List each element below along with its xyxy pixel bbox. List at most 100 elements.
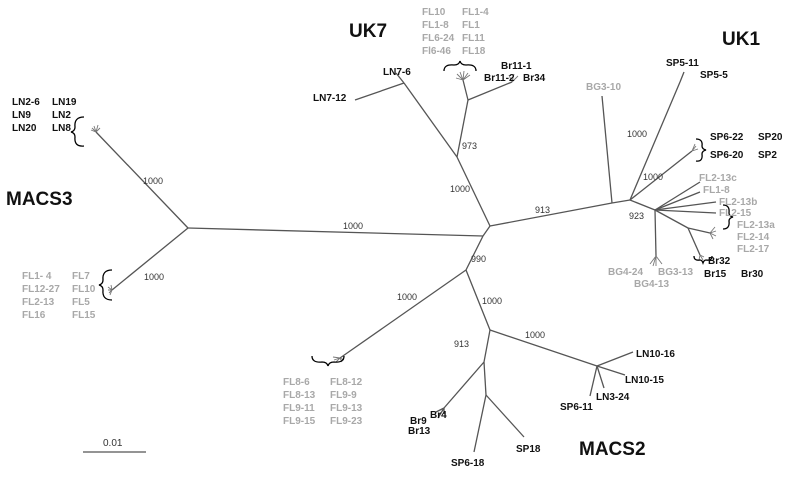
branch-root-south — [465, 235, 484, 271]
leaf-label: FL2-13b — [719, 197, 757, 208]
bracket-uk7-fl — [443, 60, 477, 72]
leaf-label: SP6-22 — [710, 132, 744, 143]
branch-macs2-br — [483, 329, 491, 363]
branch-sp-node — [483, 361, 487, 396]
leaf-label: Br30 — [741, 269, 764, 280]
bootstrap-value: 1000 — [397, 292, 417, 302]
tuft-uk7-fl — [455, 70, 471, 81]
branch-north-uk7 — [456, 156, 491, 227]
tuft-bg — [649, 255, 663, 267]
clade-label-macs3: MACS3 — [6, 189, 73, 210]
leaf-label: BG4-13 — [634, 279, 669, 290]
bracket-sp6 — [695, 138, 707, 162]
branch-uk1-sub — [629, 199, 656, 211]
branch-ln7-6 — [395, 72, 405, 84]
branch-uk7-ln7-6 — [403, 82, 458, 158]
branch-root-macs3 — [187, 227, 484, 237]
branch-fl2-group — [654, 209, 689, 229]
bootstrap-value: 1000 — [482, 296, 502, 306]
leaf-label: FL8-6 — [283, 377, 310, 388]
leaf-label: FL1-8 — [703, 185, 730, 196]
leaf-label: FL2-13c — [699, 173, 737, 184]
leaf-label: LN20 — [12, 123, 37, 134]
leaf-label: FL1- 4 — [22, 271, 52, 282]
branch-fl2-15 — [654, 209, 717, 214]
bracket-fl-macs3 — [98, 269, 113, 301]
tuft-fl8 — [332, 356, 345, 363]
leaf-label: SP6-18 — [451, 458, 485, 469]
leaf-label: LN10-16 — [636, 349, 675, 360]
leaf-label: LN10-15 — [625, 375, 664, 386]
leaf-label: FL5 — [72, 297, 90, 308]
branch-fl1-8 — [654, 191, 701, 211]
bootstrap-value: 1000 — [643, 172, 663, 182]
leaf-label: Fl6-46 — [422, 46, 451, 57]
bootstrap-value: 973 — [462, 141, 477, 151]
scale-bar-label: 0.01 — [103, 438, 123, 449]
branch-north-uk1 — [489, 202, 613, 227]
branch-uk7-fl — [456, 99, 469, 158]
branch-root-north — [482, 225, 491, 237]
leaf-label: SP6-11 — [560, 402, 593, 413]
leaf-label: LN3-24 — [596, 392, 630, 403]
leaf-label: FL2-17 — [737, 244, 770, 255]
branch-macs3-fl — [111, 227, 189, 291]
leaf-label: BG3-13 — [658, 267, 693, 278]
leaf-label: FL1-8 — [422, 20, 449, 31]
branch-ln7-12 — [354, 82, 405, 101]
tuft-fl-macs3 — [107, 284, 113, 296]
leaf-label: LN2-6 — [12, 97, 40, 108]
branch-fl2-group2 — [687, 227, 711, 234]
leaf-label: FL10 — [422, 7, 446, 18]
leaf-label: FL15 — [72, 310, 96, 321]
leaf-label: Br4 — [430, 410, 447, 421]
terminal-tufts — [90, 70, 717, 363]
leaf-label: FL1 — [462, 20, 480, 31]
bracket-fl8 — [311, 355, 345, 367]
branch-uk7-br — [467, 81, 513, 101]
leaf-label: Br11-1 — [501, 61, 532, 72]
leaf-label: FL9-13 — [330, 403, 363, 414]
clade-label-macs2: MACS2 — [579, 439, 646, 460]
branch-ln10-16 — [596, 351, 634, 367]
branch-south-fl8 — [339, 269, 467, 359]
bracket-ln — [70, 116, 85, 147]
leaf-label: LN19 — [52, 97, 77, 108]
leaf-label: LN7-6 — [383, 67, 411, 78]
branch-sp5 — [629, 81, 681, 201]
leaf-label: Br34 — [523, 73, 546, 84]
bootstrap-value: 923 — [629, 211, 644, 221]
bootstrap-value: 990 — [471, 254, 486, 264]
bracket-fl2 — [722, 204, 734, 230]
branch-sp6-18 — [473, 394, 487, 453]
branch-macs2-ln — [489, 329, 598, 367]
leaf-label: FL2-15 — [719, 208, 752, 219]
bootstrap-value: 913 — [454, 339, 469, 349]
bootstrap-value: 1000 — [450, 184, 470, 194]
leaf-label: FL18 — [462, 46, 486, 57]
leaf-label: SP2 — [758, 150, 777, 161]
branch-br9 — [435, 407, 445, 413]
branch-uk1-core — [611, 199, 631, 204]
leaf-label: FL7 — [72, 271, 90, 282]
leaf-label: FL9-9 — [330, 390, 357, 401]
bootstrap-value: 1000 — [627, 129, 647, 139]
leaf-label: SP5-11 — [666, 58, 699, 69]
leaf-label: FL8-12 — [330, 377, 363, 388]
clade-names: UK7 UK1 MACS3 MACS2 — [6, 21, 760, 460]
leaf-labels: LN2-6 LN19 LN9 LN2 LN20 LN8 FL1- 4 FL7 F… — [12, 7, 783, 469]
tuft-fl2 — [709, 226, 717, 240]
bootstrap-value: 913 — [535, 205, 550, 215]
bootstrap-values: 1000 1000 1000 973 1000 913 1000 1000 92… — [143, 129, 663, 349]
branch-south-macs2 — [465, 269, 491, 331]
branch-sp5-5 — [679, 71, 685, 83]
branch-br-node — [443, 361, 485, 409]
leaf-label: LN8 — [52, 123, 71, 134]
leaf-label: FL9-15 — [283, 416, 316, 427]
tuft-sp6 — [691, 143, 699, 152]
leaf-label: FL1-4 — [462, 7, 489, 18]
leaf-label: FL8-13 — [283, 390, 316, 401]
tuft-br11 — [508, 73, 519, 83]
leaf-label: Br11-2 — [484, 73, 515, 84]
branch-br13 — [437, 407, 445, 419]
